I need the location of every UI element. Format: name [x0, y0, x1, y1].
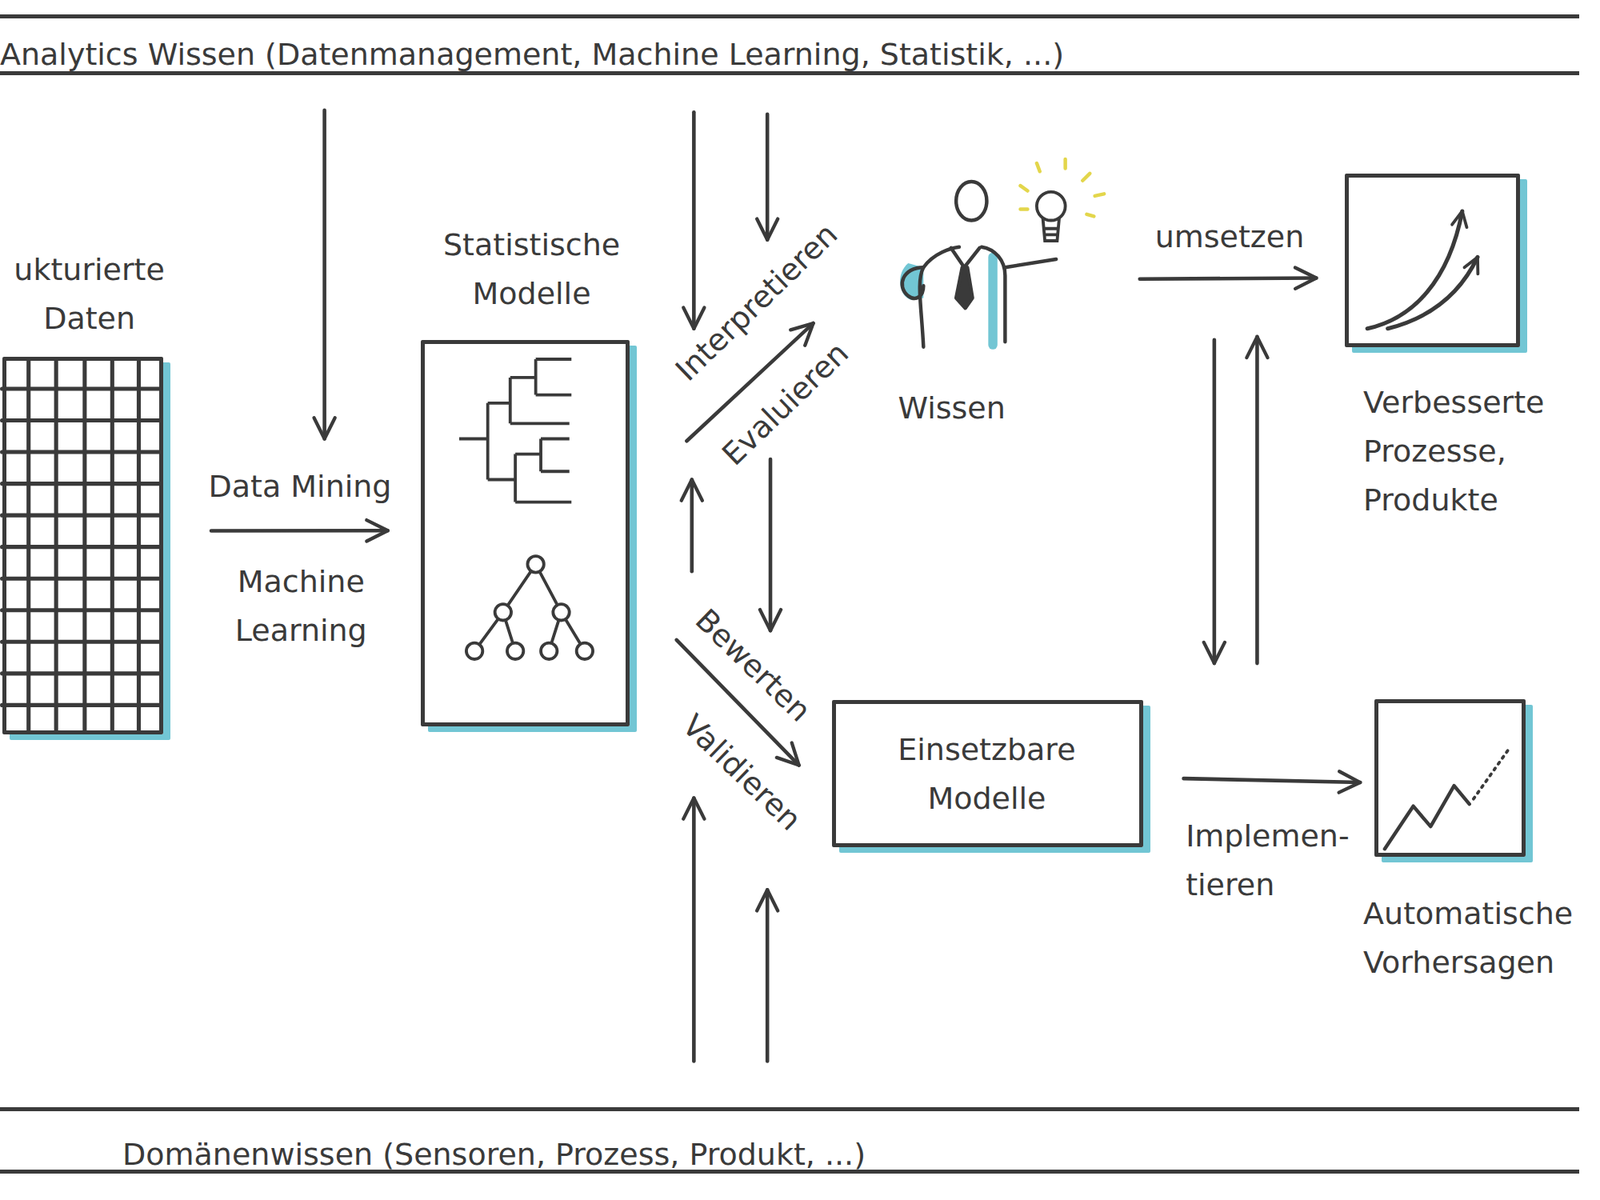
- tree-icon: [552, 604, 569, 620]
- tree-icon: [466, 643, 483, 660]
- grid-lines: [2, 359, 162, 733]
- tree-icon: [527, 556, 544, 572]
- flow-arrow: [211, 528, 388, 533]
- trend-arrows-icon: [1367, 211, 1463, 329]
- node-text: Wissen: [897, 384, 1102, 433]
- knowledge-band: Analytics Wissen (Datenmanagement, Machi…: [0, 14, 1580, 76]
- person-figure: [920, 247, 960, 348]
- tree-icon: [474, 564, 585, 651]
- node-text: Statistische Modelle: [413, 220, 651, 319]
- edge-label: Interpretieren: [664, 211, 850, 392]
- knowledge-band: Domänenwissen (Sensoren, Prozess, Produk…: [0, 1107, 1580, 1174]
- person-figure: [956, 267, 972, 308]
- flow-arrows: [765, 114, 770, 240]
- box-outline: [1374, 699, 1526, 858]
- trend-arrows-icon: [1388, 256, 1478, 328]
- line-chart-icon: [1384, 750, 1508, 850]
- line-chart-icon: [1473, 750, 1508, 800]
- trend-arrows-icon: [1367, 211, 1478, 329]
- box-outline: [2, 356, 164, 735]
- lightbulb-icon: [1020, 159, 1105, 241]
- tree-icon: [576, 643, 593, 660]
- edge-label: Implemen- tieren: [1185, 812, 1380, 910]
- dendrogram-icon: [459, 359, 572, 503]
- process-label: Evaluieren: [711, 330, 861, 477]
- flow-arrow: [676, 640, 800, 766]
- box-outline: [832, 700, 1144, 848]
- node-text: Einsetzbare Modelle: [874, 725, 1100, 824]
- grid-lines: [2, 359, 162, 733]
- person-figure: [988, 256, 997, 345]
- edge-label: umsetzen: [1155, 212, 1305, 261]
- box-outline: [1344, 173, 1520, 348]
- edge-label: Bewerten: [684, 597, 823, 734]
- node-text: Automatische Vorhersagen: [1363, 889, 1598, 988]
- box-outline: [420, 340, 630, 727]
- person-figure: [1004, 259, 1056, 268]
- flow-arrows: [1255, 336, 1260, 664]
- node-text: Analytics Wissen (Datenmanagement, Machi…: [0, 30, 1572, 80]
- model-box: Einsetzbare Modelle: [832, 700, 1159, 849]
- person-figure: [902, 267, 924, 299]
- line-chart-icon: [1384, 785, 1470, 849]
- flow-arrow: [1184, 778, 1361, 783]
- result-box: Verbesserte Prozesse, Produkte: [1344, 171, 1585, 526]
- node-text: Verbesserte Prozesse, Produkte: [1363, 378, 1583, 525]
- dendrogram-icon: [459, 359, 572, 503]
- flow-arrows: [1212, 340, 1217, 664]
- lightbulb-icon: [1020, 159, 1105, 216]
- flow-arrows: [768, 459, 773, 631]
- flow-arrows: [765, 889, 770, 1061]
- flow-arrows: [689, 479, 694, 572]
- process-label: Validieren: [671, 702, 813, 842]
- edge-label: Data Mining: [208, 462, 392, 512]
- flow-arrow: [686, 323, 813, 441]
- person-figure: [951, 248, 980, 268]
- lightbulb-icon: [1036, 192, 1066, 221]
- tree-icon: [495, 604, 512, 620]
- model-box: Statistische Modelle: [413, 219, 651, 735]
- flow-arrow: [1140, 278, 1317, 280]
- flow-arrows: [324, 110, 1258, 1062]
- person-figure: [900, 181, 1056, 348]
- node-text: ukturierte Daten: [0, 245, 179, 344]
- tree-icon: [466, 556, 593, 660]
- flow-arrows: [322, 110, 327, 440]
- data-table: ukturierte Daten: [0, 244, 179, 750]
- person-figure: [956, 181, 987, 220]
- process-label: Machine Learning: [214, 557, 388, 656]
- flow-arrows: [692, 112, 696, 328]
- node-text: Domänenwissen (Sensoren, Prozess, Produk…: [122, 1130, 1552, 1180]
- result-box: Automatische Vorhersagen: [1363, 696, 1598, 988]
- tree-icon: [540, 643, 557, 660]
- flow-arrows: [692, 797, 696, 1061]
- knowledge-figure: Wissen: [888, 152, 1118, 437]
- person-figure: [981, 247, 1005, 343]
- lightbulb-icon: [1043, 218, 1060, 241]
- tree-icon: [507, 643, 524, 660]
